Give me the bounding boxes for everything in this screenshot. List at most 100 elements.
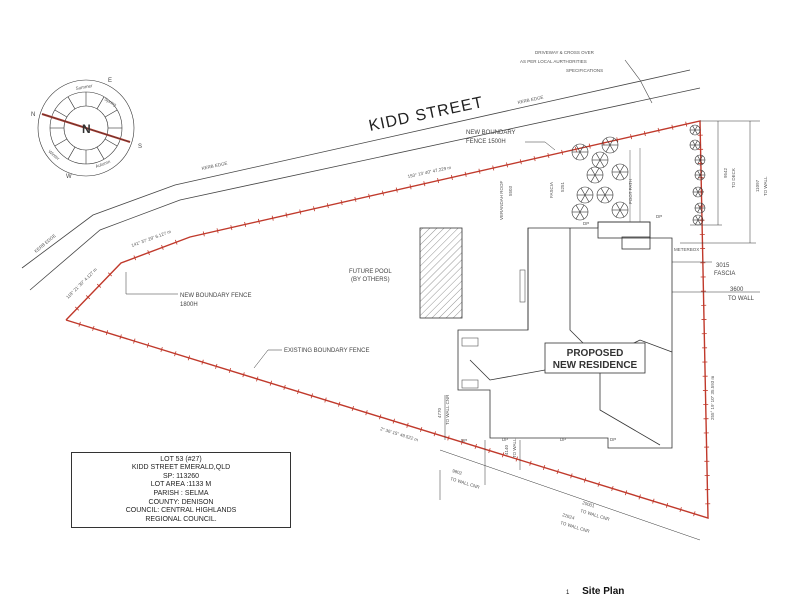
compass-n: N	[31, 112, 35, 118]
svg-text:EXISTING BOUNDARY FENCE: EXISTING BOUNDARY FENCE	[284, 348, 369, 354]
tree-branch	[699, 155, 703, 161]
fence-tick	[575, 146, 577, 152]
tree-branch	[695, 219, 699, 225]
fence-tick	[665, 502, 669, 508]
fence-tick	[365, 410, 368, 416]
fence-tick	[244, 221, 247, 227]
svg-text:NEW RESIDENCE: NEW RESIDENCE	[553, 360, 638, 371]
fence-tick	[85, 295, 91, 300]
dp-labels: DP DP DP DP DP DP	[461, 214, 662, 443]
tree-branch	[697, 174, 701, 180]
fence-tick	[519, 159, 522, 165]
tree-branch	[697, 203, 701, 209]
fence-tick	[107, 272, 113, 277]
proposed-residence-label: PROPOSED NEW RESIDENCE	[544, 342, 646, 374]
tree-branch	[615, 202, 621, 211]
fence-tick	[693, 511, 696, 517]
fence-tick	[269, 380, 273, 386]
fence-tick	[616, 137, 619, 143]
svg-text:NEW BOUNDARY FENCE: NEW BOUNDARY FENCE	[180, 293, 251, 299]
fence-tick	[474, 443, 477, 449]
dim-5503: 5503	[508, 185, 513, 196]
tree-branch	[694, 125, 698, 131]
tree-branch	[694, 129, 698, 135]
future-pool-label: FUTURE POOL (BY OTHERS)	[349, 269, 392, 283]
tree-branch	[619, 209, 625, 218]
future-pool	[419, 227, 463, 319]
fence-tick	[420, 427, 423, 433]
tree-branch	[580, 194, 586, 203]
dim-3600: 3600	[730, 287, 744, 293]
tree-branch	[692, 140, 696, 146]
tree-branch	[584, 194, 590, 203]
tree-branch	[697, 215, 701, 221]
fence-tick	[392, 418, 395, 424]
dim-11097: 11097	[755, 179, 760, 192]
fence-tick	[242, 372, 245, 378]
tree-branch	[575, 204, 581, 213]
fence-tick	[556, 469, 559, 475]
fence-tick	[433, 431, 436, 437]
lot-info-line: LOT 53 (#27)	[160, 455, 202, 463]
fence-tick	[478, 168, 481, 174]
fence-tick	[96, 283, 102, 288]
lot-info-line: SP: 113260	[162, 472, 200, 480]
fence-tick	[379, 414, 382, 420]
tree-branch	[697, 155, 701, 161]
tree-branch	[579, 211, 585, 220]
compass-segment	[96, 146, 105, 160]
fence-tick	[671, 124, 674, 130]
fence-tick	[630, 134, 633, 140]
fence-tick	[515, 456, 518, 462]
fence-tick	[201, 359, 204, 365]
fence-tick	[256, 376, 259, 382]
fence-tick	[354, 196, 357, 202]
tree-branch	[579, 204, 585, 213]
dim-5251: 5251	[560, 181, 565, 192]
compass-segment	[54, 138, 68, 147]
dim-3015-fascia: FASCIA	[714, 271, 735, 277]
compass-w: W	[66, 174, 72, 180]
verandah-edge	[461, 269, 526, 389]
fascia-label-v: FASCIA	[549, 182, 554, 198]
tree-branch	[605, 137, 611, 146]
tree-branch	[599, 152, 605, 161]
fence-tick	[351, 405, 354, 411]
tree-branch	[590, 174, 596, 183]
tree-branch	[595, 152, 601, 161]
compass-segment	[67, 146, 76, 160]
dim-4140-wall: TO WALL	[512, 438, 517, 458]
tree-branch	[692, 129, 696, 135]
footpath-label: FOOT PATH	[628, 179, 633, 204]
svg-text:DP: DP	[610, 437, 616, 442]
bearing-rear: 2° 36' 15" 49.522 m	[380, 426, 419, 442]
fence-tick	[464, 171, 467, 177]
fence-tick	[147, 250, 150, 256]
fence-tick	[423, 181, 426, 187]
tree-branch	[699, 170, 703, 176]
fence-tick	[382, 190, 384, 196]
fence-tick	[215, 363, 218, 369]
fence-tick	[174, 351, 177, 357]
lot-boundary	[65, 120, 709, 519]
lot-info-line: COUNTY: DENISON	[148, 498, 214, 506]
tree-branch	[575, 211, 581, 220]
fence-tick	[74, 306, 80, 311]
bearing-right: 255° 19' 10" 35.593 m	[710, 375, 715, 420]
svg-text:Winter: Winter	[47, 149, 61, 162]
fence-tick	[492, 165, 495, 171]
fence-tick	[437, 178, 440, 184]
fence-tick	[299, 209, 302, 215]
tree-branch	[697, 159, 701, 165]
fence-tick	[395, 187, 398, 193]
svg-text:DP: DP	[461, 438, 467, 443]
tree-branch	[695, 191, 699, 197]
kerb-edge-label-1: KERB EDGE	[201, 161, 228, 171]
svg-text:DP: DP	[583, 221, 589, 226]
fence-tick	[174, 239, 178, 245]
tree-branch	[694, 140, 698, 146]
dim-4770: 4770	[437, 407, 442, 418]
fence-tick	[146, 342, 150, 348]
tree-branch	[579, 144, 585, 153]
